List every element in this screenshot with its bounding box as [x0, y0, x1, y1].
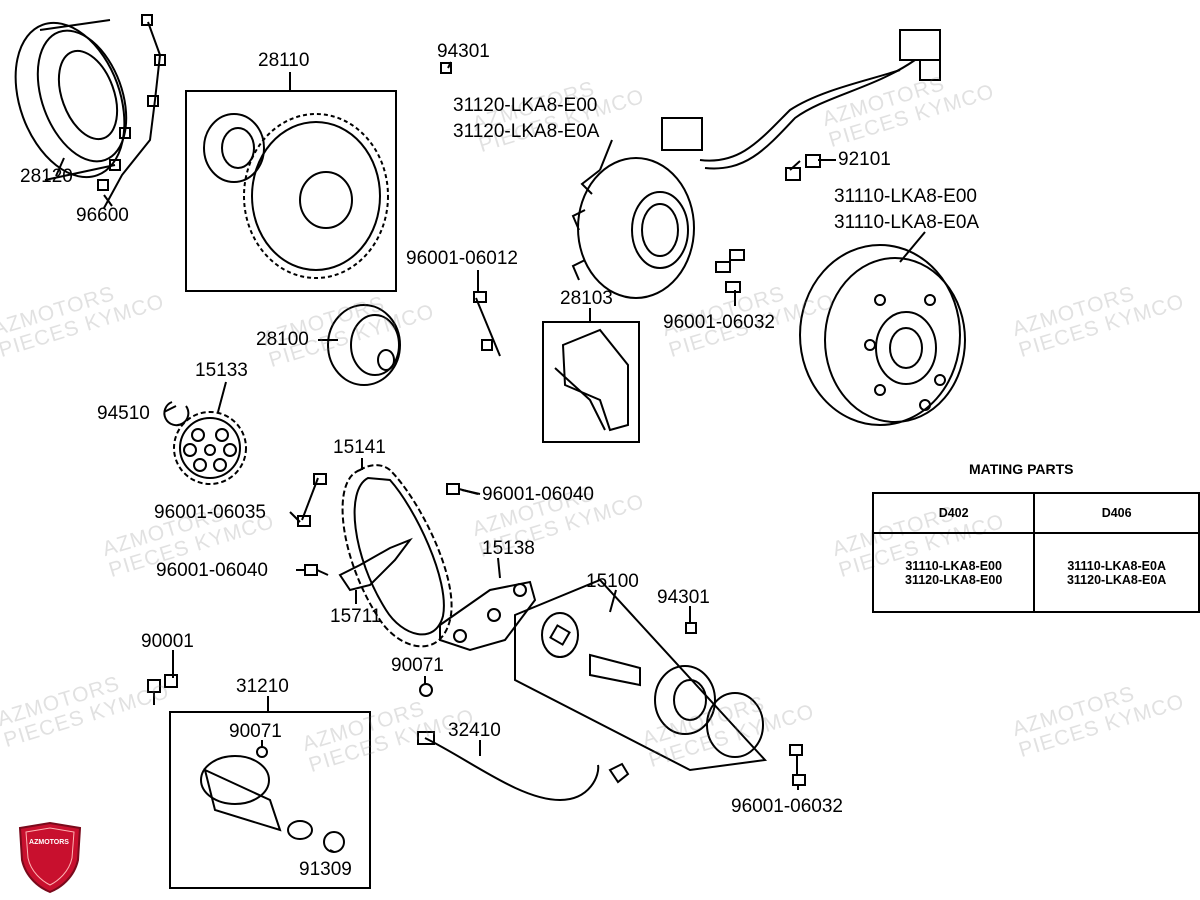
part-label-94510: 94510	[97, 403, 150, 424]
part-label-31210: 31210	[236, 676, 289, 697]
starter-motor-box-frame-2	[169, 711, 371, 889]
logo-text: AZMOTORS	[29, 839, 69, 846]
part-label-94301-upper: 94301	[437, 41, 490, 62]
part-label-94301-lower: 94301	[657, 587, 710, 608]
starter-clutch-housing	[14, 19, 128, 181]
part-label-96001-06040-lower: 96001-06040	[156, 560, 268, 581]
part-label-90071-upper: 90071	[391, 655, 444, 676]
bolt-94301-lower	[685, 622, 697, 634]
chain-guide-plate	[561, 328, 629, 432]
part-label-96001-06012: 96001-06012	[406, 248, 518, 269]
part-label-31110-e0a: 31110-LKA8-E0A	[834, 212, 980, 233]
mating-parts-cell: 31110-LKA8-E00 31120-LKA8-E00	[871, 532, 1036, 613]
part-label-15100: 15100	[586, 571, 639, 592]
part-label-31110-e00: 31110-LKA8-E00	[834, 186, 977, 207]
part-label-28110: 28110	[258, 50, 310, 71]
part-label-96001-06032-bottom: 96001-06032	[731, 796, 843, 817]
part-label-91309: 91309	[299, 859, 352, 880]
part-label-28120: 28120	[20, 166, 73, 187]
part-label-90071-lower: 90071	[229, 721, 282, 742]
bolts-96001-06040	[304, 483, 479, 576]
part-label-92101: 92101	[838, 149, 891, 170]
bolts-96001-06012	[473, 291, 501, 357]
part-label-96001-06040-upper: 96001-06040	[482, 484, 594, 505]
bolt-94301-upper	[440, 62, 452, 74]
part-label-28103: 28103	[560, 288, 613, 309]
mating-parts-title: MATING PARTS	[969, 461, 1074, 477]
part-label-96001-06035: 96001-06035	[154, 502, 266, 523]
starter-motor	[200, 746, 345, 853]
mating-parts-table: D402 D406 31110-LKA8-E00 31120-LKA8-E00 …	[871, 492, 1200, 613]
bolts-96001-06032-top	[715, 249, 745, 293]
chain-tensioner	[338, 537, 413, 592]
part-label-31120-e0a: 31120-LKA8-E0A	[453, 121, 600, 142]
part-label-90001: 90001	[141, 631, 194, 652]
starter-motor-box-frame	[514, 578, 768, 772]
bolts-90001	[147, 674, 178, 705]
tensioner-bracket	[439, 580, 537, 652]
flywheel-rotor	[799, 244, 966, 426]
bolts-96001-06035	[297, 473, 327, 527]
part-label-28100: 28100	[256, 329, 309, 350]
circlip-94510	[163, 401, 190, 427]
part-label-15138: 15138	[482, 538, 535, 559]
part-label-31120-e00: 31120-LKA8-E00	[453, 95, 598, 116]
part-label-96001-06032-top: 96001-06032	[663, 312, 775, 333]
idle-gear	[327, 304, 401, 386]
nut-90071-upper	[419, 683, 433, 697]
sprocket	[173, 411, 247, 485]
plate-box-frame	[542, 321, 640, 443]
gear-box-frame	[185, 90, 397, 292]
part-label-15711: 15711	[330, 606, 382, 627]
cam-chain	[341, 464, 453, 648]
part-label-32410: 32410	[448, 720, 501, 741]
starter-clutch-assembly	[541, 612, 764, 758]
bolts-96600	[97, 14, 166, 209]
part-label-15141: 15141	[333, 437, 386, 458]
bolts-96001-06032-bottom	[789, 744, 806, 786]
mating-parts-column-header: D406	[1033, 492, 1200, 534]
stator-coil	[571, 29, 941, 299]
mating-parts-cell: 31110-LKA8-E0A 31120-LKA8-E0A	[1033, 532, 1200, 613]
starter-cable	[417, 731, 630, 802]
part-label-15133: 15133	[195, 360, 248, 381]
mating-parts-column-header: D402	[871, 492, 1036, 534]
part-label-96600: 96600	[76, 205, 129, 226]
bolt-92101	[785, 154, 821, 181]
azmotors-logo	[18, 821, 82, 894]
starter-driven-gear	[203, 113, 389, 279]
